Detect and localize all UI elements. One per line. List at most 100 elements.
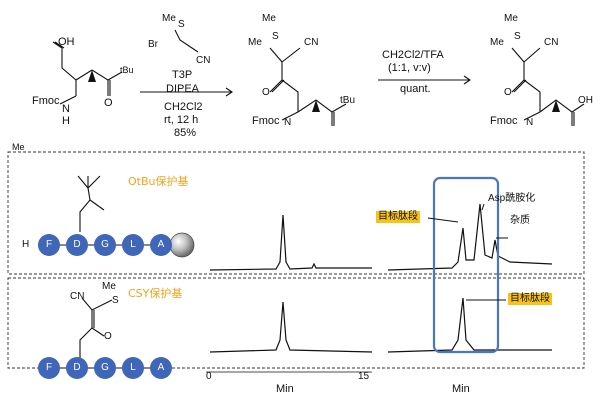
bottom-s-label: S	[112, 295, 119, 306]
top-target-peak-label: 目标肽段	[376, 211, 420, 223]
product2-enolate-bond	[511, 79, 527, 93]
impurity-label-line1: Asp酰胺化	[488, 193, 536, 204]
tbu-group-bonds	[77, 175, 101, 189]
product1-cn-label: CN	[304, 37, 319, 48]
solvent-step1: CH2Cl2	[164, 101, 203, 113]
bottom-enol-double	[91, 310, 95, 328]
reactant-otbu-label: tBu	[120, 65, 134, 75]
axis-title-left: Min	[276, 383, 294, 395]
reactant-co-double-bond	[52, 41, 65, 49]
product2-wedge	[552, 100, 560, 112]
axis-title-right: Min	[452, 383, 470, 395]
bottom-bead-g: G	[94, 357, 116, 379]
product1-me-label: Me	[262, 13, 276, 24]
product2-oh-label: OH	[578, 95, 593, 106]
bottom-panel-label: CSY保护基	[128, 287, 183, 300]
product2-ylide-bond	[511, 47, 525, 80]
bottom-bead-l: L	[122, 357, 144, 379]
product1-s-label: S	[272, 31, 279, 42]
product2-nh-bond	[523, 111, 541, 121]
reactant-o-label: O	[104, 97, 113, 109]
conditions-step1: rt, 12 h	[164, 114, 199, 126]
reagent-bromide: Br	[148, 39, 158, 50]
reactant-alpha-bond	[75, 69, 93, 81]
top-target-pointer	[427, 217, 459, 223]
product2-me2-label: Me	[490, 37, 504, 48]
product1-n-label: N	[284, 117, 292, 128]
bottom-o-bond	[91, 327, 105, 337]
bottom-chromatogram-right	[387, 297, 552, 353]
focus-box	[432, 176, 500, 354]
product1-backbone	[297, 99, 333, 126]
bottom-sidechain-bond	[79, 327, 93, 358]
product2-oh-bond	[571, 103, 585, 113]
bottom-bead-d: D	[66, 357, 88, 379]
impurity-label-line2: 杂质	[510, 215, 530, 226]
reagent-me-label: Me	[162, 13, 176, 24]
top-panel-frame	[7, 151, 585, 275]
product1-wedge	[312, 100, 320, 112]
product1-otbu-bond	[331, 103, 347, 113]
reactant-chain-bond	[61, 48, 77, 96]
product2-cn-bond	[523, 47, 541, 63]
cut-off-label: Me	[12, 142, 25, 152]
product1-enolate-bond	[269, 79, 285, 93]
reactant-fmoc-label: Fmoc	[32, 95, 60, 107]
top-bead-d: D	[66, 234, 88, 256]
reactant-wedge	[88, 70, 96, 82]
product2-ch2-bond	[523, 79, 541, 112]
top-h-label: H	[22, 239, 30, 250]
yield-step1: 85%	[174, 127, 197, 139]
product1-nh-bond	[281, 111, 299, 121]
product2-me-label: Me	[504, 13, 518, 24]
product2-backbone	[539, 99, 573, 126]
axis-tick-zero: 0	[206, 371, 212, 382]
bottom-cn-label: CN	[70, 291, 85, 302]
top-bead-g: G	[94, 234, 116, 256]
reactant-n-label: N	[62, 103, 70, 115]
product1-cn-bond	[281, 47, 301, 63]
bottom-o-label: O	[104, 331, 112, 342]
step2-yield: quant.	[400, 83, 431, 95]
reactant-nh-bond	[59, 95, 77, 105]
reactant-ester-bond	[91, 69, 109, 96]
product1-tbu-label: tBu	[340, 95, 356, 106]
bottom-bead-f: F	[38, 357, 60, 379]
bottom-me-label: Me	[102, 281, 116, 292]
product1-ylide-bond	[269, 47, 283, 80]
reagent-sulfonium-bond	[174, 29, 199, 53]
reagent-s-label: S	[178, 19, 185, 30]
product2-n-label: N	[526, 117, 534, 128]
product1-ch2-bond	[281, 79, 299, 112]
reactant-h-label: H	[62, 115, 70, 127]
product1-me2-label: Me	[248, 37, 262, 48]
arrow-step1-head	[225, 87, 233, 97]
top-resin-bead	[169, 232, 195, 258]
bottom-cn-s-bond	[81, 297, 113, 311]
top-bead-l: L	[122, 234, 144, 256]
arrow-step2-head	[463, 75, 471, 85]
step2-reagent: CH2Cl2/TFA	[382, 49, 444, 61]
axis-tick-fifteen: 15	[358, 371, 370, 382]
bottom-bead-a: A	[150, 357, 172, 379]
step2-ratio: (1:1, v:v)	[388, 62, 431, 74]
bottom-chromatogram-left	[209, 301, 373, 353]
top-chromatogram-left	[209, 214, 372, 271]
reactant-otbu-bond	[107, 71, 123, 81]
top-bead-f: F	[38, 234, 60, 256]
product2-cn-label: CN	[544, 37, 559, 48]
bottom-target-peak-label: 目标肽段	[508, 293, 552, 305]
product2-fmoc-label: Fmoc	[490, 115, 518, 127]
base-reagent: DIPEA	[166, 83, 200, 95]
product1-fmoc-label: Fmoc	[252, 115, 280, 127]
reagent-cn: CN	[196, 55, 211, 66]
product1-o-label: O	[262, 87, 270, 98]
top-panel-label: OtBu保护基	[128, 175, 189, 188]
coupling-reagent: T3P	[172, 69, 193, 81]
top-sidechain-bond	[79, 187, 91, 232]
product2-s-label: S	[514, 31, 521, 42]
reactant-oh-label: OH	[58, 36, 75, 48]
top-bead-a: A	[150, 234, 172, 256]
bottom-panel-frame	[7, 277, 585, 369]
